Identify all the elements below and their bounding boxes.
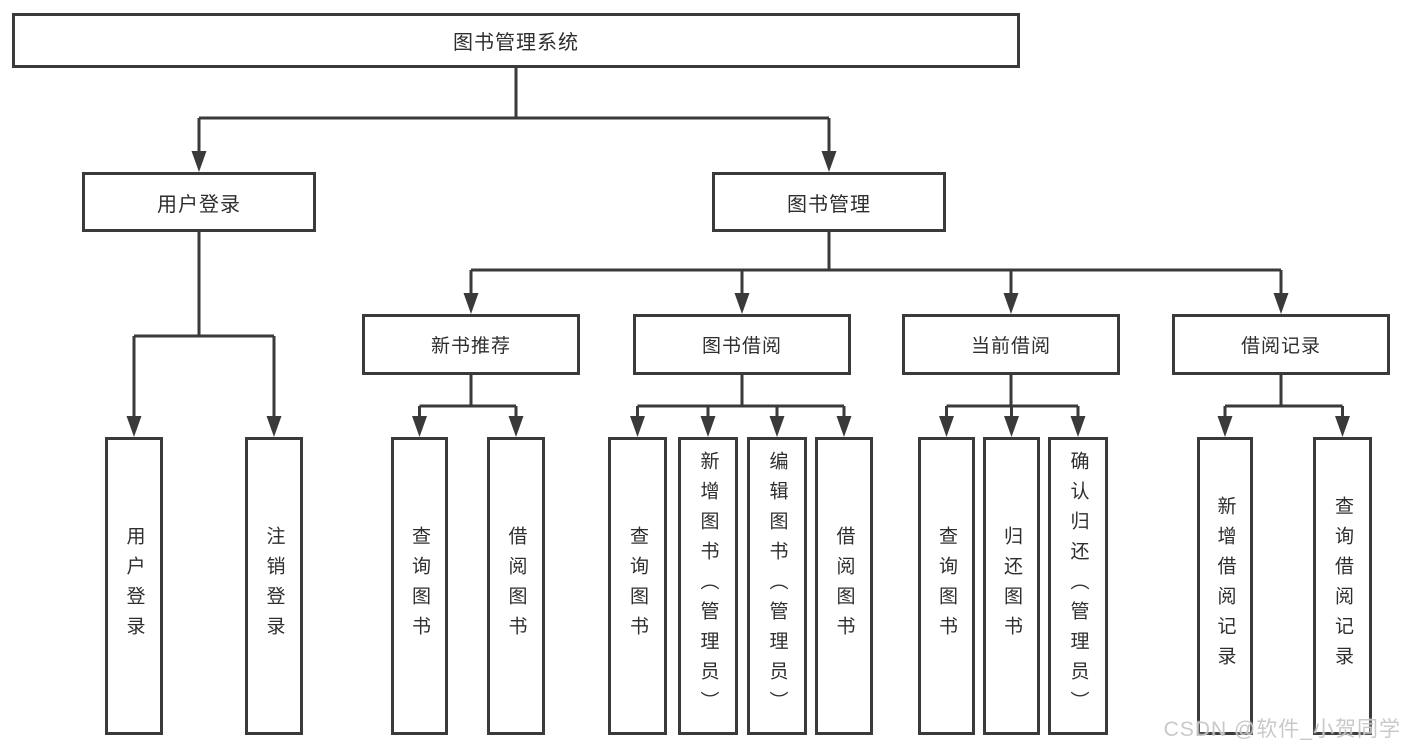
leaf-query-books-current-label: 查询图书 [936, 526, 957, 646]
leaf-user-login: 用户登录 [105, 437, 163, 735]
leaf-edit-books-admin-label: 编辑图书（管理员） [766, 451, 788, 721]
node-root-system: 图书管理系统 [12, 13, 1020, 68]
leaf-query-books-borrow: 查询图书 [608, 437, 667, 735]
node-current-borrow-label: 当前借阅 [970, 336, 1051, 357]
node-current-borrow: 当前借阅 [902, 314, 1120, 375]
leaf-add-books-admin-label: 新增图书（管理员） [697, 451, 719, 721]
leaf-edit-books-admin: 编辑图书（管理员） [747, 437, 807, 735]
leaf-borrow-books-label: 借阅图书 [833, 526, 855, 646]
node-book-management-label: 图书管理 [787, 193, 871, 216]
leaf-query-books-recommend-label: 查询图书 [409, 526, 430, 646]
node-new-book-recommend: 新书推荐 [362, 314, 580, 375]
node-book-borrow: 图书借阅 [633, 314, 851, 375]
node-user-login: 用户登录 [82, 172, 316, 232]
leaf-user-login-label: 用户登录 [123, 526, 145, 646]
leaf-add-borrow-record-label: 新增借阅记录 [1214, 496, 1236, 676]
leaf-query-books-current: 查询图书 [918, 437, 975, 735]
node-new-book-recommend-label: 新书推荐 [430, 336, 511, 357]
leaf-return-books-label: 归还图书 [1001, 526, 1022, 646]
leaf-query-books-recommend: 查询图书 [391, 437, 448, 735]
connector-new-book-to-leaves [412, 375, 524, 437]
leaf-return-books: 归还图书 [983, 437, 1040, 735]
leaf-query-borrow-record-label: 查询借阅记录 [1332, 496, 1353, 676]
connector-root-to-level2 [191, 68, 837, 172]
leaf-logout: 注销登录 [245, 437, 303, 735]
node-book-borrow-label: 图书借阅 [701, 336, 782, 357]
connector-book-borrow-to-leaves [630, 375, 852, 437]
leaf-borrow-books: 借阅图书 [815, 437, 873, 735]
node-borrow-records-label: 借阅记录 [1240, 336, 1321, 357]
leaf-query-borrow-record: 查询借阅记录 [1313, 437, 1372, 735]
leaf-add-books-admin: 新增图书（管理员） [678, 437, 738, 735]
connector-borrow-records-to-leaves [1217, 375, 1350, 437]
leaf-confirm-return-admin-label: 确认归还（管理员） [1067, 451, 1089, 721]
connector-current-borrow-to-leaves [939, 375, 1086, 437]
node-book-management: 图书管理 [712, 172, 946, 232]
leaf-query-books-borrow-label: 查询图书 [627, 526, 648, 646]
csdn-watermark: CSDN @软件_小贺同学 [1163, 718, 1401, 741]
leaf-borrow-books-recommend-label: 借阅图书 [505, 526, 527, 646]
node-root-label: 图书管理系统 [453, 32, 579, 54]
leaf-add-borrow-record: 新增借阅记录 [1197, 437, 1253, 735]
node-borrow-records: 借阅记录 [1172, 314, 1390, 375]
leaf-logout-label: 注销登录 [263, 526, 285, 646]
connector-book-management-to-level3 [463, 232, 1289, 314]
node-user-login-label: 用户登录 [157, 193, 241, 216]
connector-user-login-to-leaves [126, 232, 282, 437]
leaf-confirm-return-admin: 确认归还（管理员） [1048, 437, 1108, 735]
leaf-borrow-books-recommend: 借阅图书 [487, 437, 545, 735]
